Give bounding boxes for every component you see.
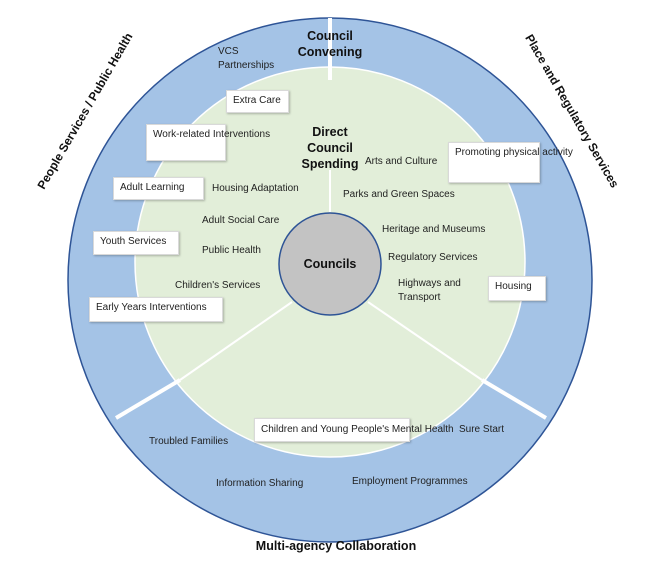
outer-item-sure-start: Sure Start (459, 424, 505, 435)
outer-box-adult-learning: Adult Learning (113, 177, 204, 200)
center-councils-circle (278, 212, 382, 316)
inner-item-adult-social-care: Adult Social Care (202, 215, 280, 226)
inner-item-housing-adaptation: Housing Adaptation (212, 183, 299, 194)
outer-item-employment-programmes: Employment Programmes (352, 476, 468, 487)
inner-item-arts-and-culture: Arts and Culture (365, 156, 438, 167)
inner-item-childrens-services: Children's Services (175, 280, 261, 291)
outer-box-early-years-interventions: Early Years Interventions (89, 297, 223, 322)
outer-box-promoting-physical-activity: Promoting physical activity (448, 142, 573, 183)
divider-left (114, 378, 182, 420)
inner-item-regulatory-services: Regulatory Services (388, 252, 478, 263)
inner-box-cyp-mental-health: Children and Young People's Mental Healt… (254, 418, 454, 442)
inner-item-parks-and-green-spaces: Parks and Green Spaces (343, 189, 455, 200)
outer-box-work-related-interventions: Work-related Interventions (146, 124, 270, 161)
inner-item-heritage-and-museums: Heritage and Museums (382, 224, 486, 235)
outer-box-extra-care: Extra Care (226, 90, 289, 113)
inner-divider-left (179, 301, 293, 381)
inner-divider-right (367, 301, 483, 381)
inner-item-highways-and-transport: Highways and Transport (398, 278, 461, 303)
outer-item-vcs-partnerships: VCS Partnerships (218, 46, 275, 71)
direct-council-spending-title: Direct Council Spending (301, 125, 359, 171)
inner-item-public-health: Public Health (202, 245, 261, 256)
multi-agency-collaboration-label: Multi-agency Collaboration (255, 539, 417, 553)
outer-item-troubled-families: Troubled Families (149, 436, 229, 447)
outer-box-housing: Housing (488, 276, 546, 301)
outer-box-youth-services: Youth Services (93, 231, 179, 255)
council-convening-label: Council Convening (297, 29, 363, 59)
outer-item-information-sharing: Information Sharing (216, 478, 304, 489)
divider-right (480, 378, 548, 420)
councils-center-label: Councils (303, 257, 357, 271)
